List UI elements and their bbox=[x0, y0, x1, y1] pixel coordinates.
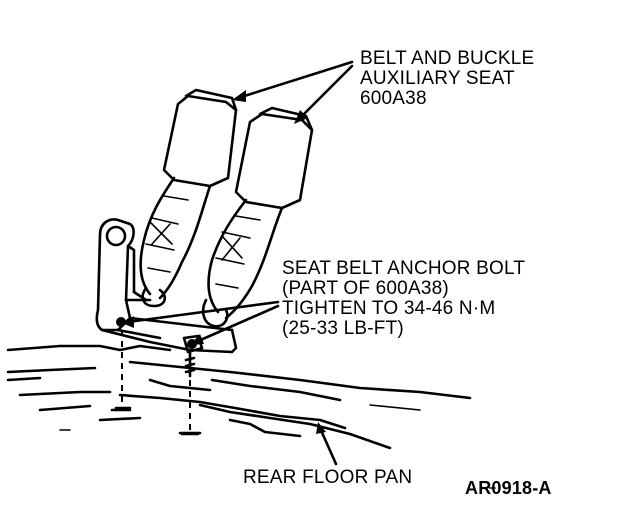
anchor-bolt-line-2: (PART OF 600A38) bbox=[282, 278, 449, 299]
belt-buckle-line-1: BELT AND BUCKLE bbox=[360, 48, 535, 69]
right-belt-buckle bbox=[201, 106, 314, 328]
belt-buckle-callout: BELT AND BUCKLE AUXILIARY SEAT 600A38 bbox=[360, 49, 534, 109]
anchor-bolt-line-4: (25-33 LB-FT) bbox=[282, 318, 404, 339]
belt-buckle-line-3: 600A38 bbox=[360, 88, 427, 109]
anchor-bolt-callout: SEAT BELT ANCHOR BOLT (PART OF 600A38) T… bbox=[282, 259, 525, 339]
left-belt-buckle bbox=[132, 88, 238, 308]
anchor-bracket bbox=[95, 218, 238, 354]
floor-pan-callout: REAR FLOOR PAN bbox=[243, 467, 413, 488]
anchor-bolt bbox=[114, 330, 204, 436]
anchor-bolt-line-1: SEAT BELT ANCHOR BOLT bbox=[282, 258, 526, 279]
anchor-bolt-line-3: TIGHTEN TO 34-46 N·M bbox=[282, 298, 496, 319]
belt-buckle-line-2: AUXILIARY SEAT bbox=[360, 68, 515, 89]
figure-code: AR0918-A bbox=[465, 478, 552, 498]
leader-lines bbox=[122, 60, 354, 466]
